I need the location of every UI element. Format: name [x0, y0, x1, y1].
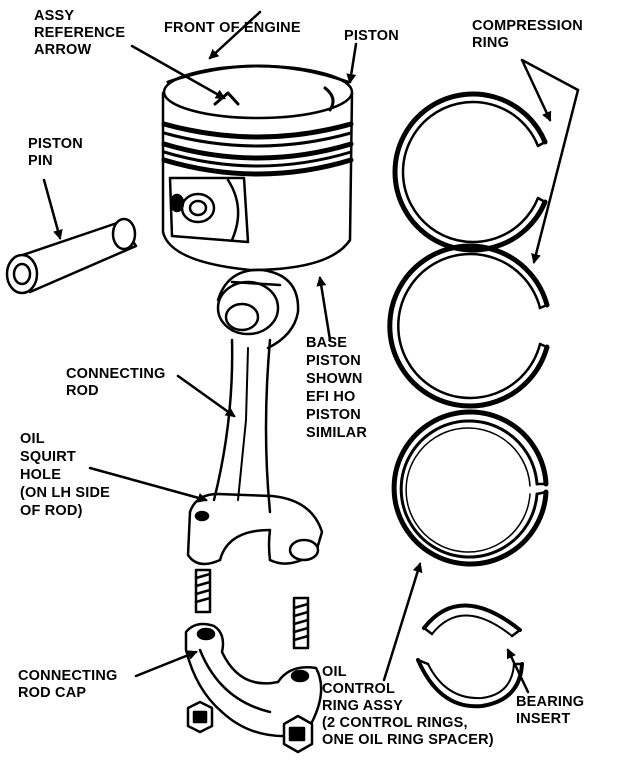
label-connecting-rod-cap: CONNECTING ROD CAP	[18, 668, 118, 701]
connecting-rod-drawing	[186, 268, 324, 650]
leader-lines	[42, 10, 580, 694]
oil-control-ring	[391, 409, 549, 567]
assy-reference-arrow-mark	[213, 91, 240, 106]
label-base-piston: BASE PISTON SHOWN EFI HO PISTON SIMILAR	[306, 335, 368, 441]
compression-ring-middle	[387, 243, 550, 409]
arrow-compression-top	[520, 58, 552, 122]
arrow-base-piston	[316, 276, 332, 342]
label-front-of-engine: FRONT OF ENGINE	[164, 20, 301, 36]
arrow-assy-reference	[130, 44, 226, 100]
label-oil-squirt-hole: OIL SQUIRT HOLE (ON LH SIDE OF ROD)	[20, 431, 111, 519]
arrow-rod-cap	[134, 650, 198, 678]
arrow-piston	[346, 42, 358, 84]
arrow-connecting-rod	[176, 374, 236, 418]
label-piston-pin: PISTON PIN	[28, 136, 83, 169]
arrow-front-of-engine	[208, 10, 262, 60]
bearing-insert	[416, 603, 524, 709]
label-connecting-rod: CONNECTING ROD	[66, 366, 166, 399]
piston-pin-drawing	[5, 217, 138, 295]
arrow-oil-control-ring	[382, 562, 423, 682]
arrow-oil-squirt-hole	[88, 466, 208, 503]
label-oil-control-ring: OIL CONTROL RING ASSY (2 CONTROL RINGS, …	[322, 664, 494, 748]
label-compression-ring: COMPRESSION RING	[472, 18, 583, 51]
rod-cap-drawing	[184, 622, 323, 754]
label-bearing-insert: BEARING INSERT	[516, 694, 585, 727]
piston-drawing	[161, 64, 354, 272]
compression-ring-top	[392, 91, 548, 253]
arrow-piston-pin	[42, 178, 63, 240]
arrow-compression-middle	[531, 88, 580, 264]
label-assy-reference-arrow: ASSY REFERENCE ARROW	[34, 8, 126, 58]
label-piston: PISTON	[344, 28, 399, 44]
arrow-bearing-insert	[506, 648, 530, 694]
